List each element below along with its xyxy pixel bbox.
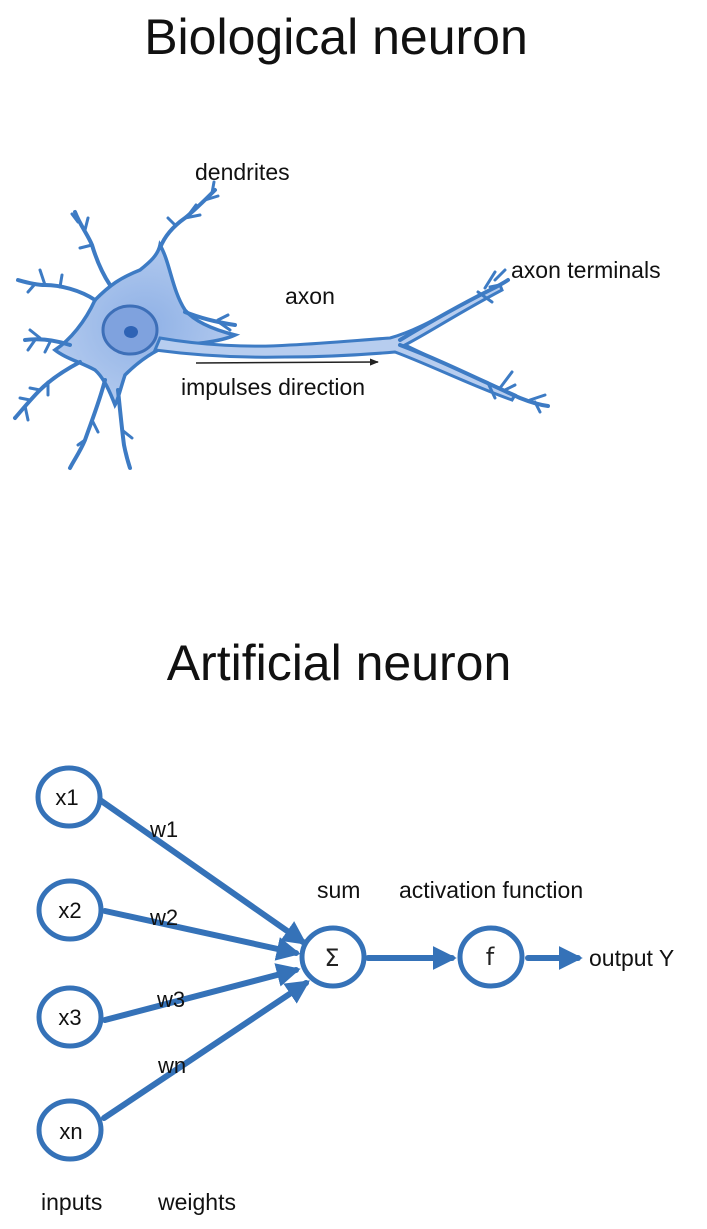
- impulses-direction-label: impulses direction: [181, 374, 365, 400]
- biological-neuron-title: Biological neuron: [144, 9, 528, 65]
- weight-label-w3: w3: [156, 987, 185, 1012]
- input-node-x3: x3: [36, 985, 104, 1049]
- dendrites-label: dendrites: [195, 159, 290, 185]
- sum-label: sum: [317, 877, 360, 903]
- weighted-edges: [97, 797, 583, 1121]
- biological-neuron-illustration: [13, 180, 550, 470]
- edge-xn: [101, 980, 310, 1121]
- weight-label-w1: w1: [149, 817, 178, 842]
- impulses-direction-arrow: [195, 358, 379, 366]
- activation-symbol: f: [486, 943, 495, 971]
- inputs-caption: inputs: [41, 1189, 102, 1215]
- edge-x1: [97, 797, 307, 945]
- input-node-x1: x1: [35, 765, 103, 829]
- input-node-x2: x2: [36, 878, 104, 942]
- edge-x3: [102, 963, 301, 1023]
- axon-terminals-label: axon terminals: [511, 257, 661, 283]
- axon-terminals: [398, 268, 550, 414]
- sum-node: Σ: [299, 925, 367, 989]
- weight-label-w2: w2: [149, 905, 178, 930]
- svg-text:xn: xn: [59, 1119, 82, 1144]
- dendrites: [13, 180, 237, 470]
- weight-label-wn: wn: [157, 1053, 186, 1078]
- nucleolus: [124, 326, 138, 338]
- svg-text:x2: x2: [58, 898, 81, 923]
- edge-x2: [102, 908, 301, 961]
- sum-symbol: Σ: [324, 944, 339, 972]
- svg-text:x3: x3: [58, 1005, 81, 1030]
- artificial-neuron-title: Artificial neuron: [167, 635, 512, 691]
- activation-function-label: activation function: [399, 877, 583, 903]
- weights-caption: weights: [157, 1189, 236, 1215]
- svg-text:x1: x1: [55, 785, 78, 810]
- activation-node: f: [457, 925, 525, 989]
- axon-label: axon: [285, 283, 335, 309]
- output-label: output Y: [589, 945, 674, 971]
- input-node-xn: xn: [36, 1098, 104, 1162]
